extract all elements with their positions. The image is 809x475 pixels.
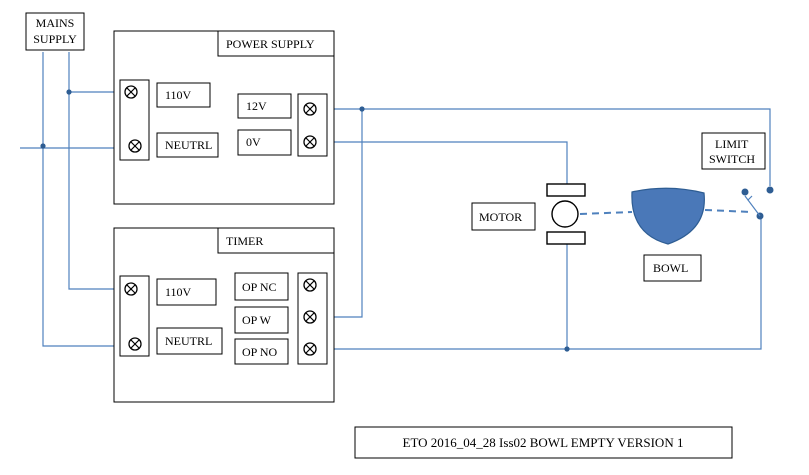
timer-title: TIMER [226, 234, 263, 248]
wire-12v-to-op-w [321, 109, 363, 318]
limit-switch-label: LIMIT [715, 137, 749, 151]
junction-dot [40, 143, 46, 149]
timer-op-w-label: OP W [242, 313, 272, 327]
junction-dot [359, 106, 365, 112]
wire-12v [321, 108, 771, 186]
footer-title: ETO 2016_04_28 Iss02 BOWL EMPTY VERSION … [403, 435, 684, 450]
terminal-icon [128, 139, 142, 153]
ps-0v-label-box [237, 129, 292, 156]
timer-op-nc-label-box [234, 272, 289, 301]
power-supply-title-box [217, 30, 335, 57]
ps-12v-label: 12V [246, 99, 267, 113]
wire-mains-live [68, 52, 120, 290]
mains-supply-label: SUPPLY [33, 32, 77, 46]
motor-label-box [471, 202, 536, 231]
junction-dot [66, 89, 72, 95]
bowl-label-box [643, 254, 702, 282]
power-supply-box [113, 30, 335, 205]
terminal-icon [303, 310, 317, 324]
limit-switch-label: SWITCH [709, 152, 755, 166]
wire-0v [321, 141, 568, 184]
timer-op-no-label-box [234, 338, 289, 365]
terminal-icon [303, 342, 317, 356]
wire-mains-neutral [42, 52, 120, 347]
terminal-icon [303, 135, 317, 149]
terminal-icon [303, 278, 317, 292]
mechanical-link [704, 209, 753, 213]
ps-0v-label: 0V [246, 135, 261, 149]
ps-neutrl-label-box [156, 132, 219, 158]
footer-title-box [354, 426, 733, 459]
timer-title-box [217, 227, 335, 254]
ps-neutrl-label: NEUTRL [165, 138, 212, 152]
motor-label: MOTOR [479, 210, 522, 224]
timer-op-no-label: OP NO [242, 345, 278, 359]
bowl-icon [631, 187, 705, 245]
ps-12v-label-box [237, 93, 292, 119]
limit-switch-label-box [701, 132, 766, 170]
timer-neutrl-label-box [156, 327, 223, 355]
ps-110v-label: 110V [165, 88, 192, 102]
terminal-icon [303, 102, 317, 116]
terminal-icon [124, 282, 138, 296]
mains-supply-label: MAINS [36, 16, 75, 30]
mechanical-link [579, 211, 633, 215]
timer-box [113, 227, 335, 403]
timer-110v-label: 110V [165, 285, 192, 299]
ps-110v-label-box [156, 82, 211, 108]
timer-op-w-label-box [234, 306, 289, 334]
mains-supply-box [25, 12, 85, 51]
bowl-label: BOWL [653, 261, 688, 275]
power-supply-title: POWER SUPPLY [226, 37, 315, 51]
timer-op-nc-label: OP NC [242, 280, 277, 294]
limit-switch-icon [741, 186, 774, 220]
motor-icon [546, 183, 586, 245]
junction-dot [564, 346, 570, 352]
timer-110v-label-box [156, 278, 217, 306]
terminal-icon [124, 85, 138, 99]
wire-op-no [321, 217, 762, 350]
terminal-icon [128, 337, 142, 351]
timer-neutrl-label: NEUTRL [165, 334, 212, 348]
